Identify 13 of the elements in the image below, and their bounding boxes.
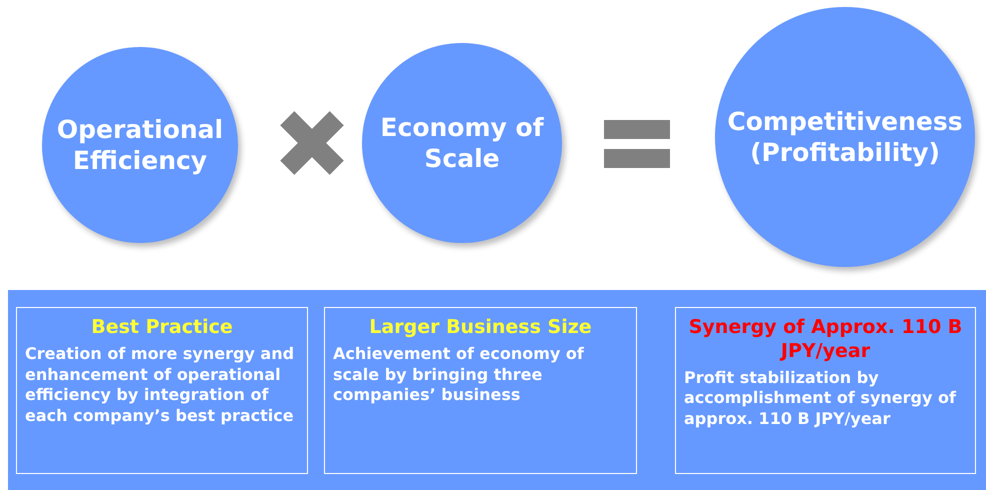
box-description: Profit stabilization by accomplishment of synergy of approx. 110 B JPY/year xyxy=(684,368,958,430)
circle-label: Competitiveness (Profitability) xyxy=(727,106,963,168)
circle-label: Economy of Scale xyxy=(379,112,545,174)
text-box xyxy=(16,307,308,474)
background-panel xyxy=(8,290,986,490)
circle-label: Operational Efficiency xyxy=(56,114,224,176)
box-description: Achievement of economy of scale by bringing three companies’ business xyxy=(333,344,585,406)
text-box xyxy=(675,307,976,474)
text-box xyxy=(324,307,637,474)
box-heading: Best Practice xyxy=(90,316,234,340)
box-description: Creation of more synergy and enhancement of operational efficiency by integration of each company’s best practice xyxy=(25,344,296,427)
box-heading: Larger Business Size xyxy=(368,316,593,340)
box-heading: Synergy of Approx. 110 B JPY/year xyxy=(688,316,964,364)
